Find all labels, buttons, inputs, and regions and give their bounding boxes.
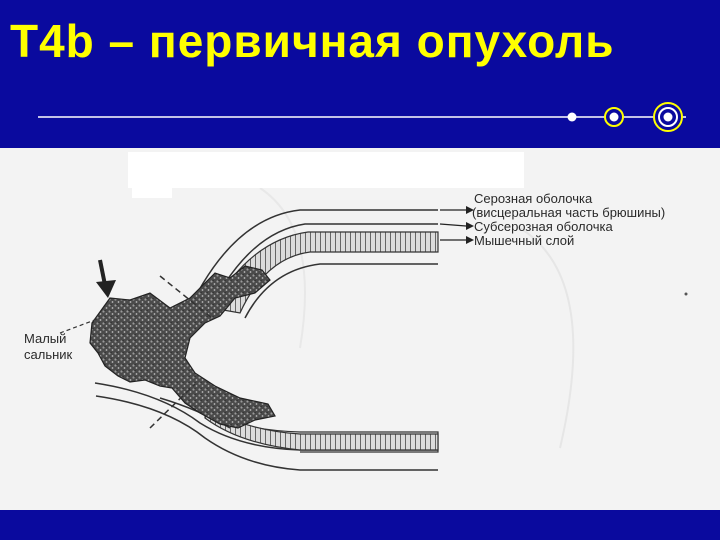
label-serosa: Серозная оболочка (474, 192, 592, 206)
upper-mucosa-line (245, 264, 438, 318)
tumor-mass (90, 266, 275, 428)
label-omentum-line2: сальник (24, 347, 72, 362)
masked-label-tab (132, 188, 172, 198)
tumor-diagram (0, 148, 720, 510)
tumor-arrowhead-icon (96, 280, 116, 298)
masked-label-box (128, 152, 524, 188)
label-visceral: (висцеральная часть брюшины) (472, 206, 665, 220)
diagram-figure: Серозная оболочка (висцеральная часть бр… (0, 148, 720, 510)
lower-cut-line (150, 384, 195, 428)
subserosa-arrowhead-icon (466, 222, 474, 230)
label-muscle: Мышечный слой (474, 234, 574, 248)
speck (685, 293, 688, 296)
title-divider (0, 0, 720, 148)
divider-dot-icon (568, 113, 577, 122)
bottom-band (0, 510, 720, 540)
faded-outline (520, 228, 573, 448)
divider-ring-center (610, 113, 619, 122)
label-omentum-line1: Малый (24, 331, 66, 346)
muscle-arrowhead-icon (466, 236, 474, 244)
divider-target-center (664, 113, 673, 122)
label-subserosa: Субсерозная оболочка (474, 220, 613, 234)
subserosa-arrow (440, 224, 466, 226)
